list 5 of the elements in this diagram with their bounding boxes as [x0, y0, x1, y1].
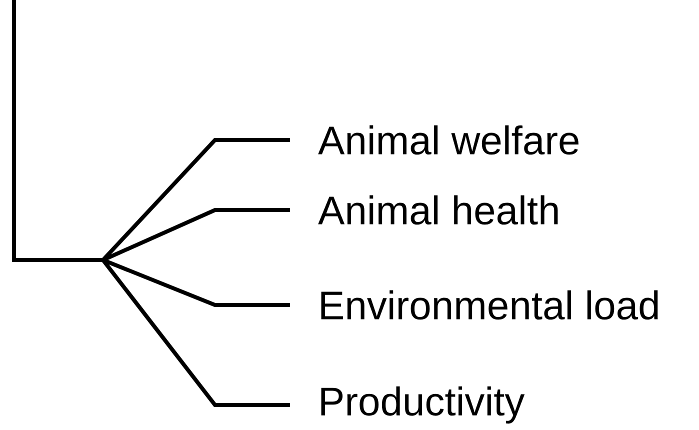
branch-label: Animal health	[318, 195, 558, 225]
trunk-line	[12, 0, 103, 262]
branch-label: Productivity	[321, 386, 525, 424]
branch-label: Environmental load	[321, 290, 658, 320]
branch-label: Animal welfare	[318, 125, 578, 155]
